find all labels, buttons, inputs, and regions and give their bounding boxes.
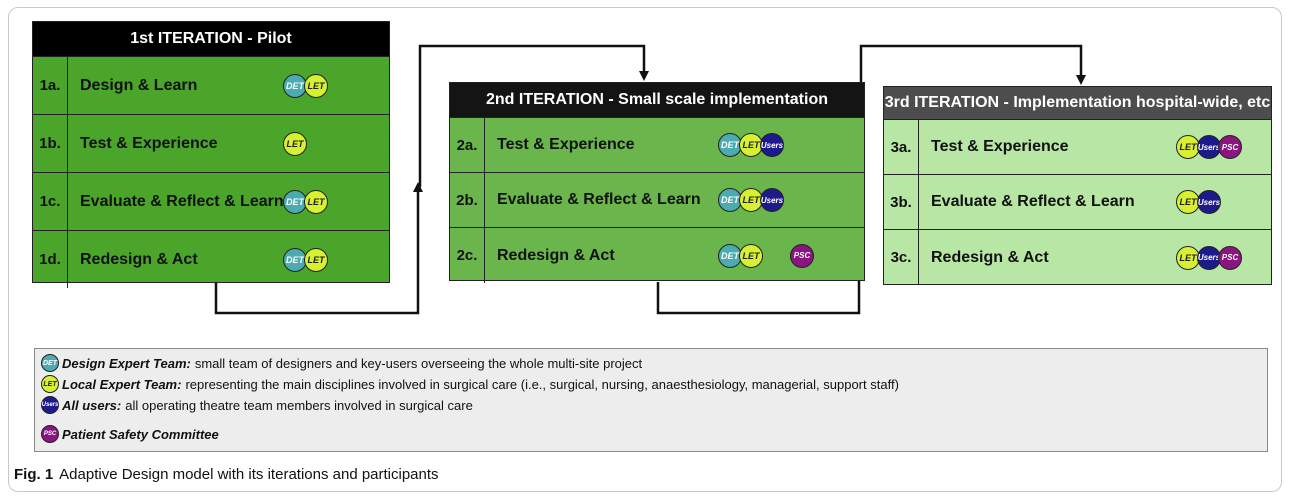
users-badge-icon: Users — [1197, 135, 1221, 159]
legend-term: Local Expert Team: — [62, 376, 182, 392]
figure-frame — [8, 7, 1282, 492]
step-label: Test & Experience — [931, 138, 1069, 155]
step-label: Redesign & Act — [931, 248, 1049, 266]
figure-caption: Fig. 1 Adaptive Design model with its ite… — [14, 466, 439, 483]
det-badge-icon: DET — [41, 354, 59, 372]
users-badge-icon: Users — [1197, 190, 1221, 214]
psc-badge-icon: PSC — [1218, 245, 1242, 270]
step-number: 2c. — [450, 228, 485, 283]
legend-item-users: Users All users: all operating theatre t… — [41, 396, 473, 414]
psc-badge-icon: PSC — [41, 425, 59, 443]
legend-description: small team of designers and key-users ov… — [194, 355, 643, 371]
figure-caption-label: Fig. 1 — [14, 466, 54, 483]
users-badge-icon: Users — [760, 133, 784, 157]
step-number: 2a. — [450, 118, 485, 172]
step-number: 3c. — [884, 230, 919, 285]
step-label: Evaluate & Reflect & Learn — [931, 193, 1135, 210]
legend-box: DET Design Expert Team: small team of de… — [34, 348, 1268, 452]
let-badge-icon: LET — [1176, 135, 1200, 159]
legend-term: Patient Safety Committee — [62, 426, 219, 442]
participant-badges: LET — [283, 131, 307, 156]
users-badge-icon: Users — [760, 188, 784, 212]
iteration-2-box: 2nd ITERATION - Small scale implementati… — [449, 82, 865, 283]
step-number: 1a. — [33, 57, 68, 114]
figure-caption-text: Adaptive Design model with its iteration… — [59, 466, 439, 483]
legend-item-let: LET Local Expert Team: representing the … — [41, 375, 899, 393]
let-badge-icon: LET — [739, 133, 763, 157]
step-label: Redesign & Act — [80, 250, 198, 268]
step-row: 1b. Test & Experience LET — [33, 115, 389, 173]
legend-item-det: DET Design Expert Team: small team of de… — [41, 354, 642, 372]
iteration-2-header: 2nd ITERATION - Small scale implementati… — [450, 83, 864, 118]
connector-1-to-2 — [214, 182, 423, 315]
users-badge-icon: Users — [41, 396, 59, 414]
psc-badge-icon: PSC — [1218, 135, 1242, 159]
let-badge-icon: LET — [304, 73, 328, 98]
step-number: 2b. — [450, 173, 485, 227]
legend-term: All users: — [62, 397, 122, 413]
let-badge-icon: LET — [739, 188, 763, 212]
iteration-3-box: 3rd ITERATION - Implementation hospital-… — [883, 86, 1272, 285]
legend-item-psc: PSC Patient Safety Committee — [41, 425, 223, 443]
iteration-3-header: 3rd ITERATION - Implementation hospital-… — [884, 87, 1271, 120]
iteration-1-header: 1st ITERATION - Pilot — [33, 22, 389, 57]
psc-badge-icon: PSC — [790, 243, 814, 268]
step-number: 1d. — [33, 231, 68, 288]
step-label: Test & Experience — [497, 136, 635, 153]
step-number: 1c. — [33, 173, 68, 230]
legend-description: representing the main disciplines involv… — [185, 376, 899, 392]
step-label: Test & Experience — [80, 134, 218, 152]
step-number: 1b. — [33, 115, 68, 172]
det-badge-icon: DET — [718, 243, 742, 268]
step-label: Redesign & Act — [497, 246, 615, 264]
step-number: 3a. — [884, 120, 919, 174]
let-badge-icon: LET — [41, 375, 59, 393]
step-label: Design & Learn — [80, 76, 198, 94]
legend-term: Design Expert Team: — [62, 355, 191, 371]
step-label: Evaluate & Reflect & Learn — [80, 192, 284, 210]
let-badge-icon: LET — [304, 189, 328, 214]
legend-description: all operating theatre team members invol… — [125, 397, 473, 413]
connector-1-to-2-top — [418, 44, 649, 187]
step-label: Evaluate & Reflect & Learn — [497, 191, 701, 208]
let-badge-icon: LET — [304, 247, 328, 272]
step-number: 3b. — [884, 175, 919, 229]
let-badge-icon: LET — [739, 243, 763, 268]
det-badge-icon: DET — [718, 188, 742, 212]
participant-badges-extra: PSC — [790, 243, 814, 268]
let-badge-icon: LET — [283, 131, 307, 156]
